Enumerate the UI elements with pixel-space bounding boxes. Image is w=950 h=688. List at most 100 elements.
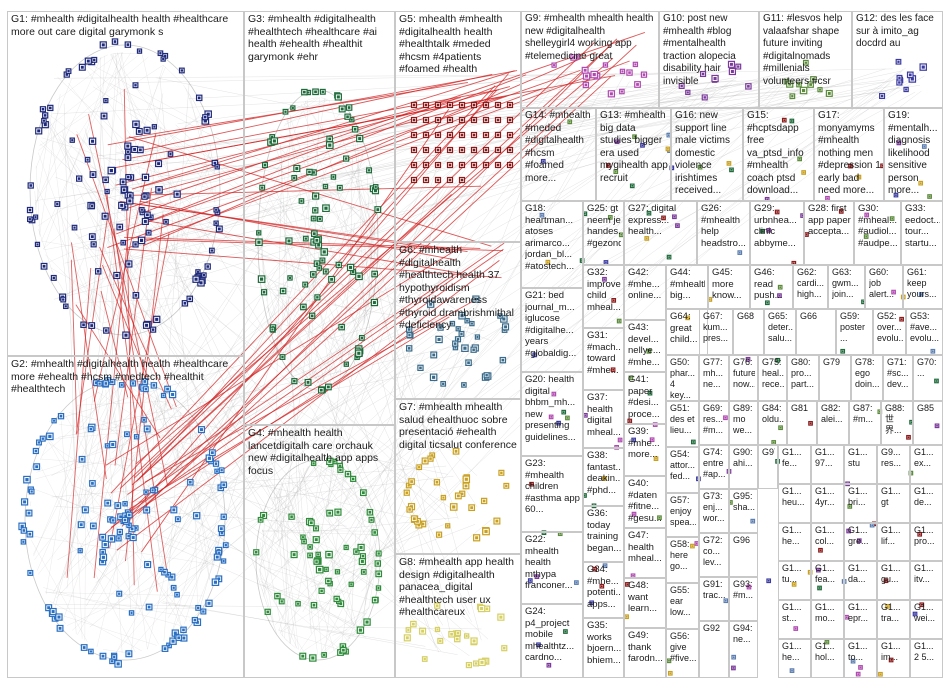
node-g6-fill (432, 353, 436, 357)
edge-intra-g3 (372, 198, 376, 241)
node-g1-fill (91, 139, 95, 143)
node-g7-fill (464, 477, 468, 481)
group-panel-g55: G55: ear low... (666, 583, 699, 629)
node-g12-fill (908, 73, 912, 77)
node-g5-fill (460, 103, 464, 107)
node-g1-fill (128, 194, 132, 198)
node-g5-fill (436, 118, 440, 122)
node-g1-fill (133, 147, 137, 151)
edge-grey (51, 69, 782, 476)
node-g4-fill (328, 459, 332, 463)
node-g4-fill (317, 553, 320, 556)
edge-grey (86, 559, 114, 607)
group-panel-g59: G59: poster ... (836, 309, 873, 355)
edge-intra-g4 (260, 581, 360, 627)
node-g5-fill (412, 118, 416, 122)
edge-intra-g1 (176, 211, 215, 304)
group-label-g49: G49: thank farodn... (628, 630, 663, 664)
node-g4-fill (336, 510, 340, 514)
node-small-group-fill (649, 392, 651, 395)
node-g1-fill (194, 277, 198, 281)
node-g3-fill (281, 355, 284, 359)
small-group-panel: G1... st... (778, 600, 811, 639)
small-group-panel: G1... da... (844, 561, 877, 601)
node-g1-fill (202, 273, 206, 277)
group-panel-g2: G2: #mhealth #digitalhealth health #heal… (7, 356, 244, 678)
edge-intra-g4 (261, 584, 367, 615)
node-g6-fill (442, 382, 445, 385)
edge-grey (298, 319, 472, 623)
edge-intra-g1 (142, 148, 212, 326)
node-small-group-fill (805, 233, 808, 236)
node-g7-fill (484, 529, 488, 534)
edge-intra-g1 (38, 229, 53, 273)
edge-intra-g4 (277, 629, 339, 650)
group-label-g74: G74: entre #ap... (703, 447, 726, 479)
node-g2-fill (195, 514, 199, 518)
edge-intra-g1 (163, 65, 183, 84)
group-label-g91: G91: trac... (703, 579, 726, 600)
small-group-panel: G1... de... (910, 483, 943, 523)
group-label-g47: G47: health mheal... (628, 530, 662, 564)
edge-grey (91, 196, 326, 272)
edge-grey (350, 155, 353, 285)
edge-grey (283, 68, 886, 264)
edge-intra-g4 (285, 480, 373, 525)
node-g4-fill (309, 545, 312, 549)
node-g2-fill (220, 469, 223, 472)
node-g2-fill (29, 571, 32, 575)
edge-intra-g2 (33, 390, 104, 557)
node-g9-fill (628, 71, 631, 74)
node-g3-fill (318, 217, 322, 221)
edge-red (126, 82, 468, 139)
node-small-group-fill (566, 417, 569, 419)
node-g3-fill (330, 277, 334, 281)
edge-intra-g2 (163, 412, 181, 642)
node-g2-fill (163, 647, 167, 650)
small-group-label: G1... itv... (914, 563, 934, 585)
node-g2-fill (79, 523, 83, 527)
edge-red (137, 69, 581, 227)
edge-intra-g3 (276, 141, 371, 186)
small-group-label: G1... bri... (848, 485, 868, 507)
node-g6-fill (407, 347, 411, 350)
edge-red (114, 95, 507, 169)
edge-red-vertical (99, 246, 172, 410)
node-g2-fill (25, 478, 29, 482)
node-g6-fill (504, 325, 508, 329)
node-small-group-fill (857, 673, 860, 675)
node-g1-fill (175, 192, 179, 196)
edge-intra-g2 (49, 426, 193, 440)
node-g1-fill (86, 158, 89, 161)
small-group-panel: G1... itv... (910, 561, 943, 601)
node-g3-fill (311, 273, 315, 276)
group-panel-g95: G95: sha... (729, 489, 758, 533)
node-g2-fill (147, 605, 151, 609)
edge-grey (185, 247, 359, 314)
edge-intra-g4 (326, 466, 373, 523)
edge-intra-g4 (285, 638, 296, 648)
small-group-panel: G1... wei... (910, 600, 943, 639)
edge-intra-g1 (66, 207, 215, 295)
node-g1-fill (41, 107, 45, 111)
node-small-group-fill (840, 210, 843, 213)
node-g4-fill (355, 550, 358, 553)
node-small-group-fill (794, 627, 797, 630)
node-g8-fill (474, 662, 478, 665)
node-g1-fill (90, 324, 94, 327)
node-g1-fill (118, 225, 122, 229)
node-g10-fill (747, 85, 750, 88)
edge-red (128, 136, 492, 247)
small-group-label: G1... fe... (782, 447, 802, 468)
node-g1-fill (134, 243, 137, 246)
small-group-panel: G1... fea... (811, 561, 844, 601)
edge-grey (340, 504, 489, 640)
node-small-group-fill (859, 666, 862, 669)
node-g5-fill (448, 103, 452, 107)
edge-intra-g4 (260, 583, 340, 649)
node-small-group-fill (818, 587, 821, 589)
edge-intra-g1 (209, 142, 215, 174)
group-panel-g69: G69: res... #m... (699, 401, 729, 445)
edge-intra-g4 (279, 487, 299, 650)
group-label-g41: G41: paper #desi... proce... (628, 374, 660, 420)
